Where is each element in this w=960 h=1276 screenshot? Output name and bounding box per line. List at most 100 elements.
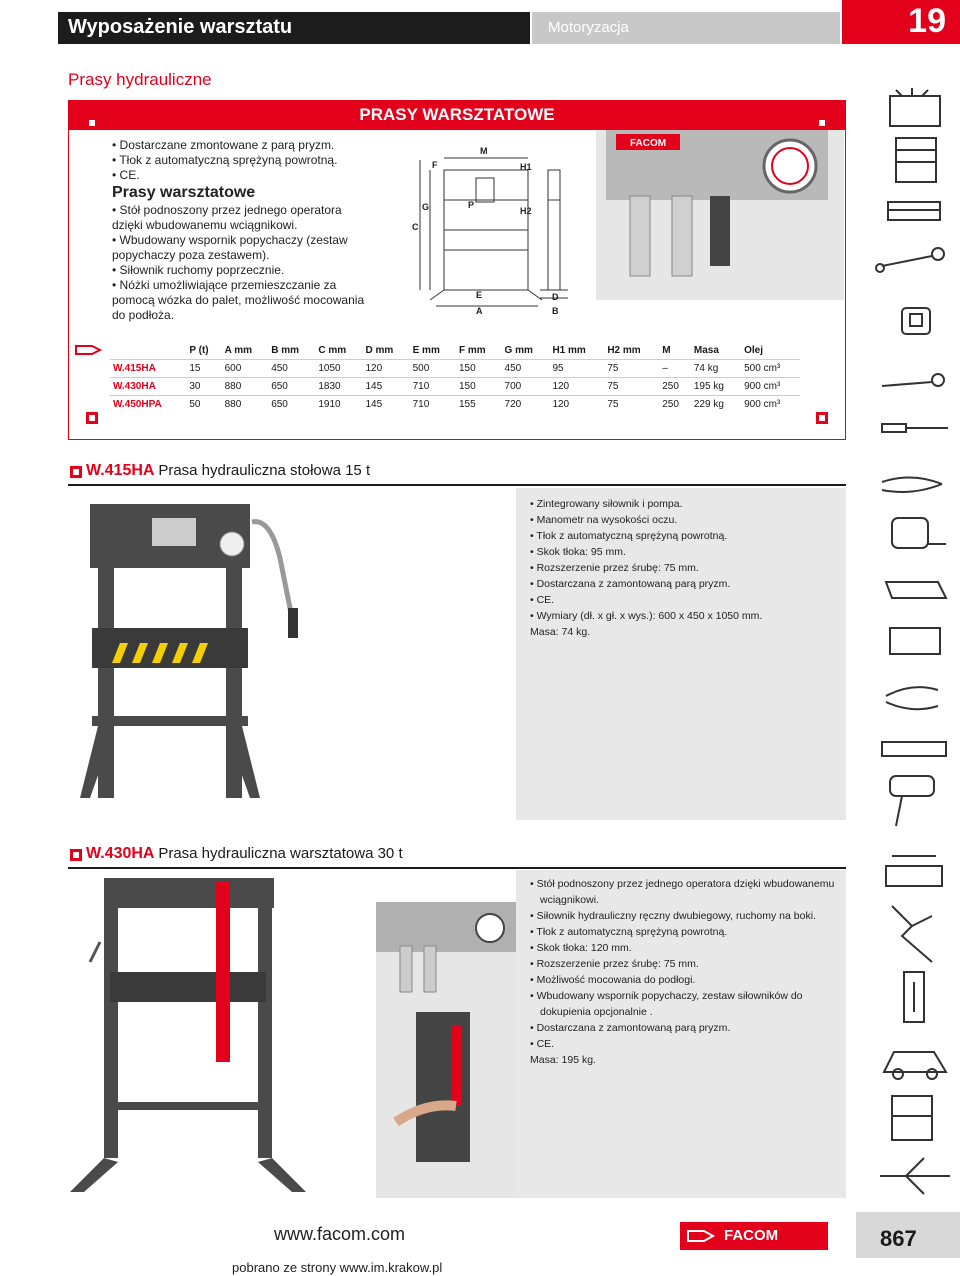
tape-measure-icon[interactable] — [891, 517, 946, 549]
features-heading: Prasy warsztatowe — [112, 184, 256, 201]
spark-icon[interactable] — [891, 905, 933, 963]
product1-name: Prasa hydrauliczna stołowa 15 t — [158, 462, 371, 479]
table-cell: 650 — [268, 394, 316, 413]
product2-name: Prasa hydrauliczna warsztatowa 30 t — [158, 845, 403, 862]
table-header: E mm — [412, 344, 440, 356]
car-icon[interactable] — [882, 1051, 948, 1080]
drawer-icon[interactable] — [887, 201, 941, 221]
table-cell: 880 — [221, 376, 269, 395]
table-header: B mm — [271, 344, 299, 356]
table-cell: 700 — [501, 376, 550, 395]
product2-title: W.430HA Prasa hydrauliczna warsztatowa 3… — [86, 845, 403, 863]
multimeter-icon[interactable] — [881, 741, 947, 757]
table-header: F mm — [458, 344, 486, 356]
table-header: Masa — [693, 344, 719, 356]
product2-info-panel — [516, 870, 846, 1198]
table-cell: 50 — [186, 394, 222, 413]
table-cell: 1050 — [315, 358, 363, 377]
product-code: W.415HA — [110, 358, 187, 377]
footer-url[interactable]: www.facom.com — [274, 1224, 406, 1244]
tool-cabinet-icon[interactable] — [895, 137, 937, 183]
table-header-row: P (t) A mm B mm C mm D mm E mm F mm G mm… — [110, 342, 800, 359]
impact-wrench-icon[interactable] — [889, 775, 935, 827]
feature-item: • Rozszerzenie przez śrubę: 75 mm. — [530, 958, 699, 970]
feature-item: • Tłok z automatyczną sprężyną powrotną. — [530, 926, 728, 938]
arrow-logo-icon — [75, 345, 103, 355]
pliers-icon[interactable] — [881, 476, 943, 493]
table-header-code — [110, 342, 186, 359]
table-cell: 600 — [221, 358, 269, 377]
section-title: Prasy hydrauliczne — [68, 70, 212, 89]
feature-item: • Skok tłoka: 120 mm. — [530, 942, 632, 954]
socket-icon[interactable] — [901, 307, 931, 335]
dim-label-e: E — [476, 290, 482, 300]
feature-item: dokupienia opcjonalnie . — [540, 1006, 653, 1018]
feature-item: • Wymiary (dł. x gł. x wys.): 600 x 450 … — [530, 610, 763, 622]
circuit-breaker-icon[interactable] — [903, 971, 925, 1023]
table-header: H2 mm — [607, 344, 641, 356]
screwdriver-icon[interactable] — [881, 423, 948, 433]
table-cell: 145 — [362, 376, 410, 395]
feature-item: • Manometr na wysokości oczu. — [530, 514, 678, 526]
feature-item: • Skok tłoka: 95 mm. — [530, 546, 626, 558]
dim-label-d: D — [552, 292, 559, 302]
table-cell: 1910 — [315, 394, 363, 413]
press-w430ha-photo — [70, 878, 306, 1192]
hacksaw-icon[interactable] — [889, 627, 941, 655]
feature-item: • Dostarczana z zamontowaną parą pryzm. — [530, 578, 731, 590]
corner-marker-icon — [86, 117, 98, 129]
airplane-icon[interactable] — [880, 1157, 950, 1195]
product2-code: W.430HA — [86, 845, 154, 862]
table-cell: 720 — [501, 394, 550, 413]
table-cell: 15 — [186, 358, 222, 377]
table-cell: 450 — [268, 358, 316, 377]
feature-item: Masa: 195 kg. — [530, 1054, 596, 1066]
divider — [68, 867, 846, 869]
table-header: H1 mm — [552, 344, 586, 356]
box-knife-icon[interactable] — [884, 581, 948, 599]
product-code: W.430HA — [110, 376, 187, 395]
arrow-logo-icon — [687, 1230, 716, 1242]
feature-item: • Wbudowany wspornik popychaczy (zestaw … — [112, 233, 348, 262]
feature-item: • Stół podnoszony przez jednego operator… — [530, 878, 835, 890]
table-cell: 500 — [409, 358, 456, 377]
feature-item: Masa: 74 kg. — [530, 626, 591, 638]
table-cell: 75 — [604, 358, 660, 377]
table-cell: 500 cm³ — [741, 358, 800, 377]
category-icons-sidebar — [875, 88, 950, 1195]
table-cell: 74 kg — [690, 358, 742, 377]
table-header: A mm — [224, 344, 252, 356]
table-cell: 250 — [659, 376, 691, 395]
product2-features: • Stół podnoszony przez jednego operator… — [530, 876, 842, 1068]
table-row: W.430HA 30 880 650 1830 145 710 150 700 … — [110, 376, 800, 395]
vise-icon[interactable] — [885, 855, 943, 887]
product1-title: W.415HA Prasa hydrauliczna stołowa 15 t — [86, 462, 370, 480]
table-row: W.450HPA 50 880 650 1910 145 710 155 720… — [110, 394, 800, 413]
wrench-icon[interactable] — [875, 247, 945, 273]
dim-label-h2: H2 — [520, 206, 532, 216]
circlip-pliers-icon[interactable] — [885, 686, 939, 711]
corner-marker-icon — [816, 412, 828, 424]
table-header: P (t) — [189, 344, 209, 356]
feature-item: • Tłok z automatyczną sprężyną powrotną. — [530, 530, 728, 542]
press-closeup-photo: FACOM — [596, 130, 844, 300]
dim-label-g: G — [422, 202, 429, 212]
toolbox-icon[interactable] — [889, 88, 941, 127]
feature-item: • Dostarczane zmontowane z parą pryzm. — [112, 138, 335, 152]
truck-icon[interactable] — [891, 1095, 933, 1141]
ratchet-icon[interactable] — [881, 373, 945, 387]
feature-item: • CE. — [112, 168, 140, 182]
table-cell: 880 — [221, 394, 269, 413]
table-cell: 150 — [455, 376, 502, 395]
dim-label-p: P — [468, 200, 474, 210]
facom-logo: FACOM — [680, 1222, 828, 1250]
feature-item: • Tłok z automatyczną sprężyną powrotną. — [112, 153, 338, 167]
corner-marker-icon — [816, 117, 828, 129]
table-header: D mm — [365, 344, 394, 356]
feature-item: • Nóżki umożliwiające przemieszczanie za… — [112, 278, 365, 322]
table-cell: 900 cm³ — [741, 376, 800, 395]
table-cell: 120 — [549, 394, 605, 413]
feature-item: • Stół podnoszony przez jednego operator… — [112, 203, 342, 232]
table-cell: – — [659, 358, 691, 377]
table-cell: 650 — [268, 376, 316, 395]
